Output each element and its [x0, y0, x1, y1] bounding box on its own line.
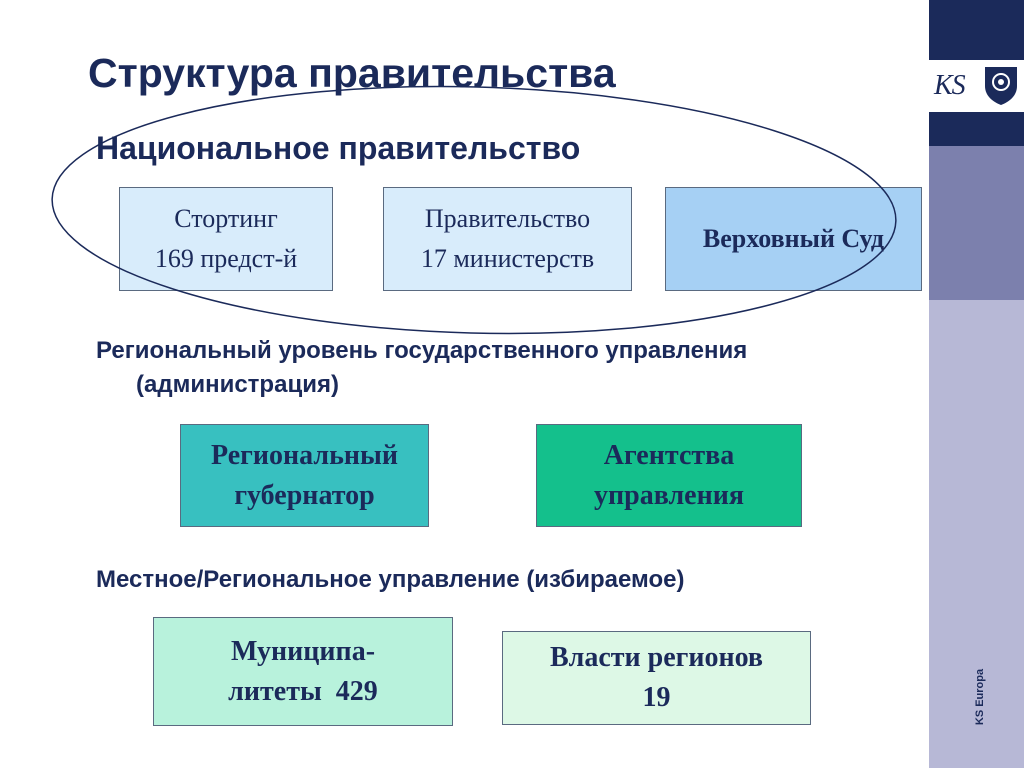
governor-line2: губернатор: [234, 479, 375, 511]
storting-name: Стортинг: [174, 204, 278, 233]
regional-heading-line2: (администрация): [136, 371, 339, 398]
storting-box: Стортинг 169 предст-й: [119, 187, 333, 291]
ks-logo-text: KS: [934, 70, 966, 101]
government-ministries: 17 министерств: [420, 244, 595, 273]
municipalities-line2: литеты 429: [228, 675, 378, 707]
sidebar-band-mid: [929, 146, 1024, 300]
local-level-heading: Местное/Региональное управление (избирае…: [96, 566, 685, 593]
storting-representatives: 169 предст-й: [154, 244, 298, 273]
municipalities-box: Муниципа- литеты 429: [153, 617, 453, 726]
ks-shield-emblem-icon: [985, 67, 1017, 105]
page-title: Структура правительства: [88, 50, 616, 96]
ks-europa-label: KS Europa: [974, 668, 986, 726]
government-box: Правительство 17 министерств: [383, 187, 632, 291]
agencies-line1: Агентства: [603, 439, 735, 471]
regional-heading-line1: Региональный уровень государственного уп…: [96, 337, 748, 364]
regional-governor-box: Региональный губернатор: [180, 424, 429, 527]
regional-authorities-box: Власти регионов 19: [502, 631, 811, 725]
sidebar-band-dark: [929, 112, 1024, 146]
municipalities-line1: Муниципа-: [230, 635, 376, 667]
sidebar-band-light: [929, 300, 1024, 768]
agencies-line2: управления: [593, 479, 744, 511]
regional-level-heading: Региональный уровень государственного уп…: [96, 334, 747, 402]
regions-line2: 19: [642, 682, 671, 713]
sidebar-band-top: [929, 0, 1024, 60]
national-government-heading: Национальное правительство: [96, 130, 581, 166]
government-name: Правительство: [424, 204, 591, 233]
governor-line1: Региональный: [210, 439, 399, 471]
regions-line1: Власти регионов: [549, 642, 764, 673]
supreme-court-box: Верховный Суд: [665, 187, 922, 291]
supreme-court-name: Верховный Суд: [702, 224, 885, 253]
agencies-box: Агентства управления: [536, 424, 802, 527]
